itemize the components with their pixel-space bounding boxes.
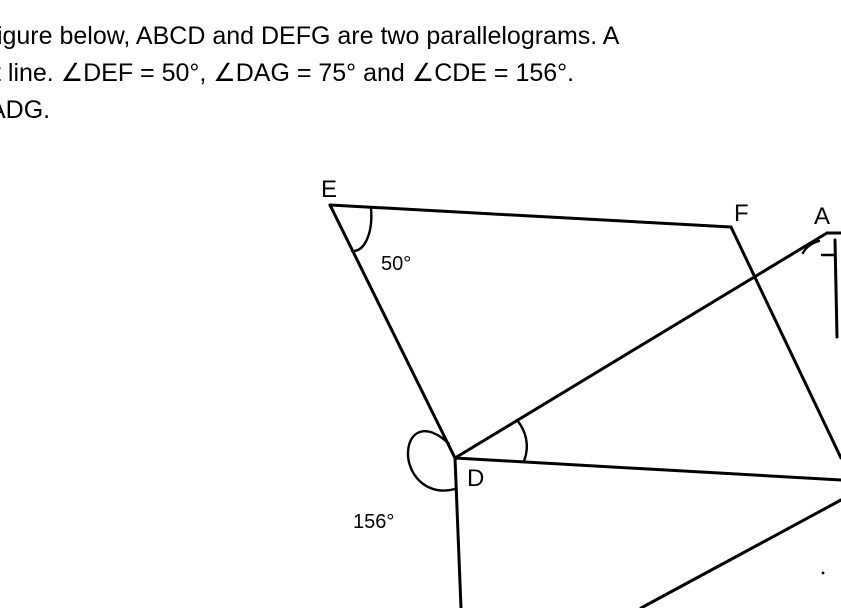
problem-line-3: ADG. bbox=[0, 96, 51, 124]
segment-fg bbox=[729, 225, 841, 460]
angle-def-arc bbox=[350, 206, 373, 253]
angle-label-def: 50° bbox=[381, 253, 411, 275]
segment-cb bbox=[639, 498, 841, 608]
segment-ef bbox=[328, 203, 733, 229]
angle-adg-arc bbox=[515, 418, 528, 463]
segment-ed bbox=[328, 203, 457, 460]
problem-statement: figure below, ABCD and DEFG are two para… bbox=[0, 0, 841, 130]
angle-label-cde: 156° bbox=[353, 511, 394, 533]
angle-cde-arc bbox=[406, 430, 457, 492]
problem-line-1: figure below, ABCD and DEFG are two para… bbox=[0, 22, 620, 50]
point-label-f: F bbox=[734, 200, 749, 227]
diagram-dot bbox=[821, 571, 825, 575]
problem-line-2: t line. ∠DEF = 50°, ∠DAG = 75° and ∠CDE … bbox=[0, 59, 575, 87]
segment-ab-side bbox=[833, 238, 839, 339]
point-label-a: A bbox=[814, 203, 830, 230]
segment-dg bbox=[453, 456, 841, 482]
segment-dc bbox=[453, 456, 463, 608]
point-label-e: E bbox=[321, 176, 337, 203]
point-label-d: D bbox=[467, 465, 484, 492]
segment-da bbox=[453, 231, 829, 460]
angle-dab-arc bbox=[801, 239, 821, 255]
